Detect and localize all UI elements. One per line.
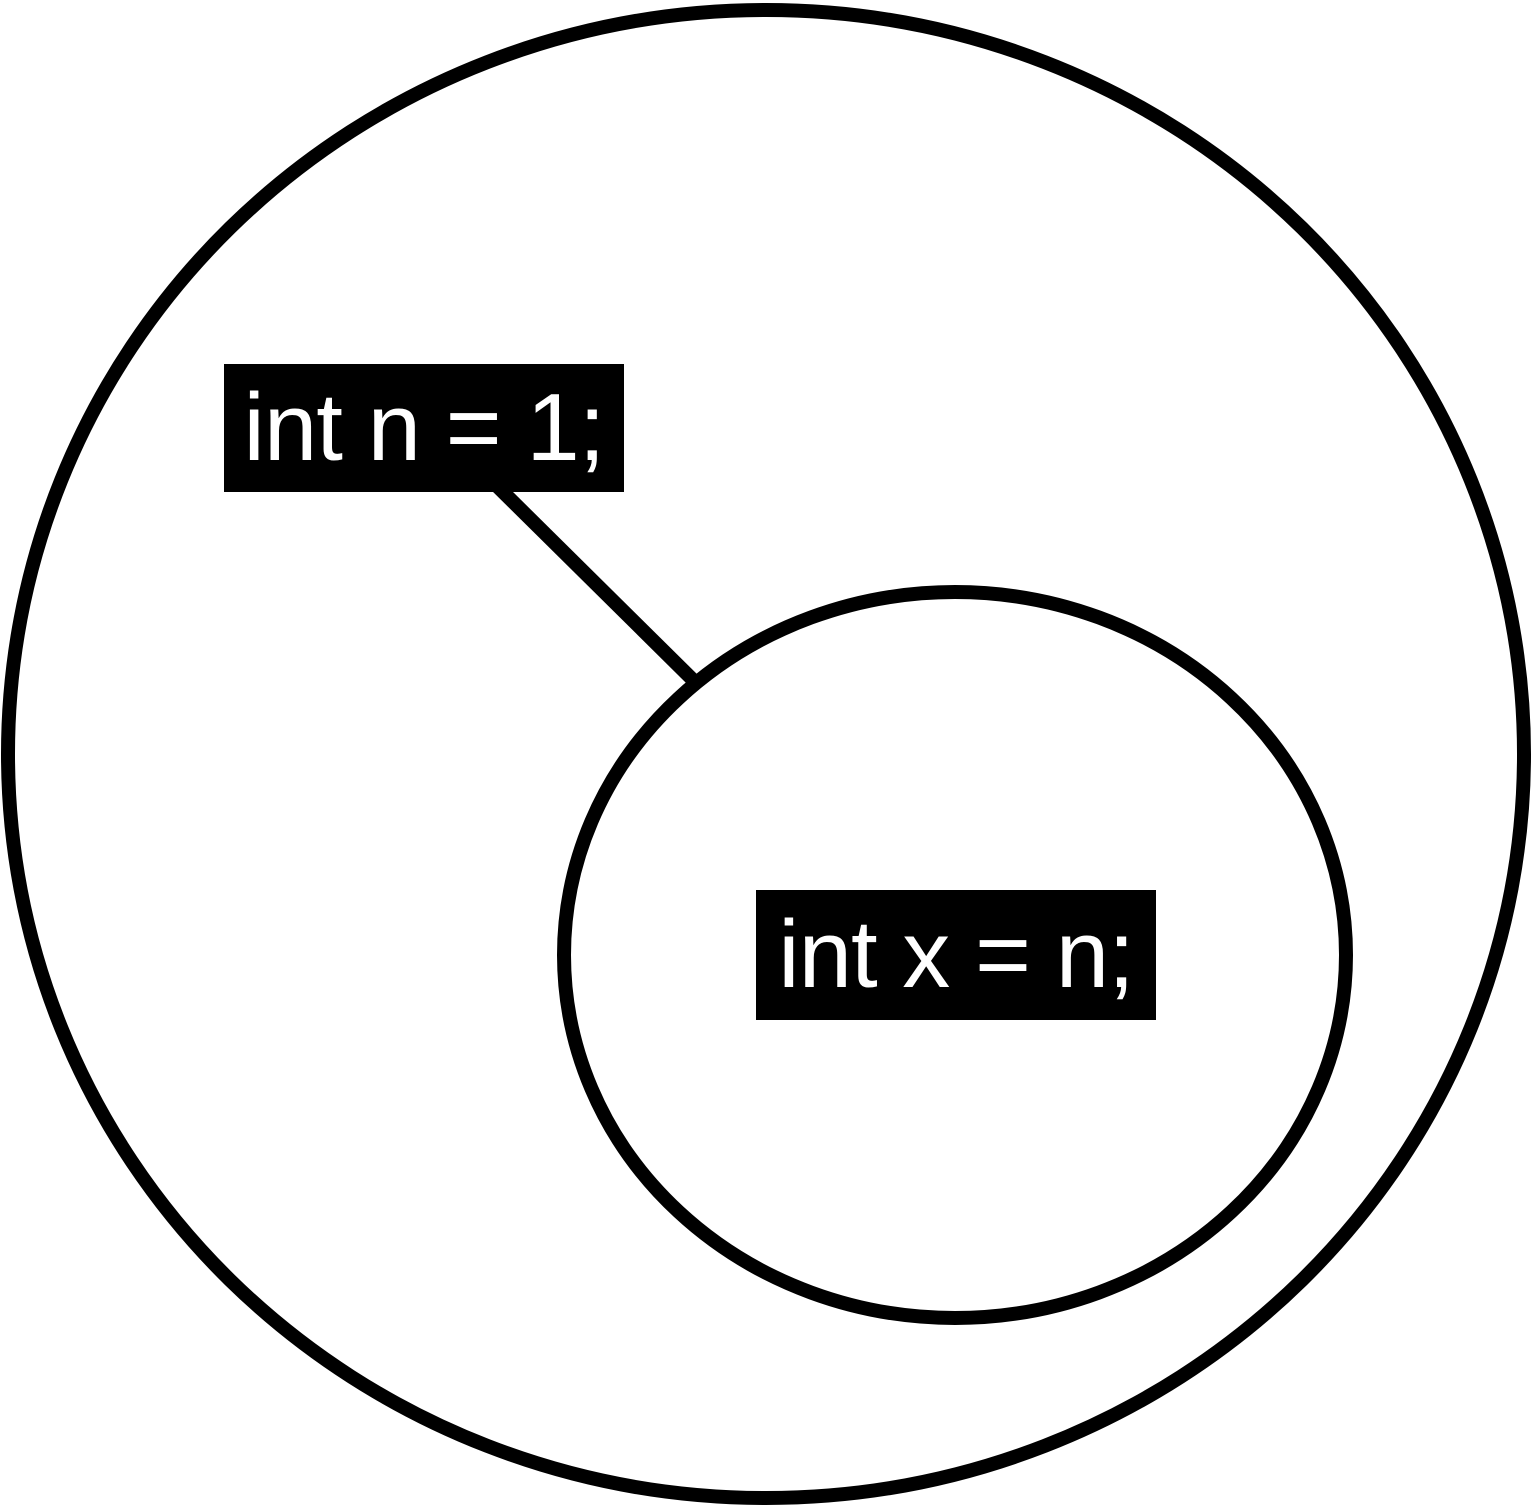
inner-declaration-label: int x = n;: [756, 890, 1156, 1020]
outer-declaration-label: int n = 1;: [224, 364, 624, 492]
inner-scope-ellipse: [557, 585, 1353, 1325]
outer-scope-ellipse: [1, 3, 1531, 1505]
connector-line: [493, 482, 697, 684]
